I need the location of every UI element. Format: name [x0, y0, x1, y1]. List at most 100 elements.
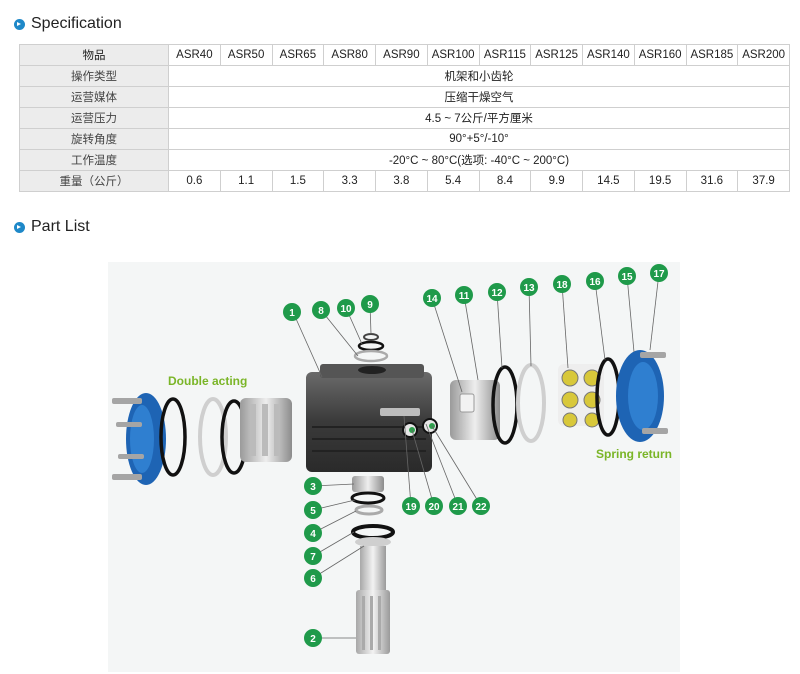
weight-cell: 19.5	[633, 170, 687, 192]
weight-cell: 14.5	[582, 170, 635, 192]
exploded-diagram: Double acting	[108, 262, 680, 672]
callout-16: 16	[586, 272, 604, 290]
row-label: 旋转角度	[19, 128, 169, 150]
callout-22: 22	[472, 497, 490, 515]
table-row: 工作温度 -20°C ~ 80°C(选项: -40°C ~ 200°C)	[19, 149, 790, 171]
svg-text:2: 2	[310, 634, 316, 645]
weight-cell: 1.1	[219, 170, 273, 192]
row-label: 运营媒体	[19, 86, 169, 108]
left-end-cap	[112, 393, 166, 485]
model-cell: ASR115	[478, 44, 532, 66]
callout-12: 12	[488, 283, 506, 301]
weight-cell: 3.3	[323, 170, 376, 192]
row-value: 4.5 ~ 7公斤/平方厘米	[168, 107, 790, 129]
left-piston	[240, 398, 292, 462]
model-cell: ASR185	[685, 44, 739, 66]
weight-cell: 0.6	[168, 170, 221, 192]
svg-text:22: 22	[475, 502, 487, 513]
specification-table: 物品 ASR40 ASR50 ASR65 ASR80 ASR90 ASR100 …	[19, 44, 790, 192]
svg-text:20: 20	[428, 502, 440, 513]
specification-heading: Specification	[14, 15, 122, 33]
callout-8: 8	[312, 301, 330, 319]
svg-text:5: 5	[310, 506, 316, 517]
svg-text:19: 19	[405, 502, 417, 513]
svg-text:17: 17	[653, 269, 665, 280]
weight-cell: 8.4	[478, 170, 532, 192]
model-cell: ASR100	[426, 44, 480, 66]
svg-text:16: 16	[589, 277, 601, 288]
row-value: 压缩干燥空气	[168, 86, 790, 108]
svg-text:8: 8	[318, 306, 324, 317]
pinion-stack	[350, 476, 395, 547]
table-row: 操作类型 机架和小齿轮	[19, 65, 790, 87]
part-list-heading: Part List	[14, 218, 90, 236]
weight-cell: 31.6	[685, 170, 739, 192]
row-value: -20°C ~ 80°C(选项: -40°C ~ 200°C)	[168, 149, 790, 171]
callout-11: 11	[455, 286, 473, 304]
spring-return-label: Spring return	[596, 447, 672, 461]
svg-text:7: 7	[310, 552, 316, 563]
callout-20: 20	[425, 497, 443, 515]
callouts: 1 8 10 9 14 11 12 13 18 16 15 17 3 5 4 7…	[283, 264, 668, 647]
svg-text:11: 11	[459, 291, 470, 302]
weight-row: 重量（公斤） 0.6 1.1 1.5 3.3 3.8 5.4 8.4 9.9 1…	[19, 170, 790, 192]
weight-cell: 5.4	[426, 170, 480, 192]
callout-19: 19	[402, 497, 420, 515]
callout-13: 13	[520, 278, 538, 296]
right-piston	[450, 380, 500, 440]
callout-18: 18	[553, 275, 571, 293]
specification-title: Specification	[31, 15, 122, 32]
weight-label: 重量（公斤）	[19, 170, 169, 192]
callout-3: 3	[304, 477, 322, 495]
callout-21: 21	[449, 497, 467, 515]
svg-text:12: 12	[491, 288, 503, 299]
model-cell: ASR40	[168, 44, 221, 66]
arrow-bullet-icon	[14, 18, 25, 30]
model-cell: ASR50	[219, 44, 273, 66]
svg-text:1: 1	[289, 308, 295, 319]
svg-text:6: 6	[310, 574, 316, 585]
callout-1: 1	[283, 303, 301, 321]
table-row: 运营压力 4.5 ~ 7公斤/平方厘米	[19, 107, 790, 129]
svg-text:13: 13	[523, 283, 535, 294]
header-label: 物品	[19, 44, 169, 66]
pinion-shaft	[356, 546, 390, 654]
part-list-title: Part List	[31, 218, 90, 235]
arrow-bullet-icon	[14, 221, 25, 233]
callout-4: 4	[304, 524, 322, 542]
svg-text:9: 9	[367, 300, 373, 311]
svg-text:21: 21	[452, 502, 464, 513]
weight-cell: 1.5	[271, 170, 325, 192]
callout-7: 7	[304, 547, 322, 565]
right-end-cap	[616, 350, 668, 442]
weight-cell: 9.9	[530, 170, 583, 192]
callout-15: 15	[618, 267, 636, 285]
table-row: 运营媒体 压缩干燥空气	[19, 86, 790, 108]
actuator-body	[306, 364, 432, 472]
svg-text:3: 3	[310, 482, 316, 493]
row-value: 机架和小齿轮	[168, 65, 790, 87]
double-acting-label: Double acting	[168, 374, 247, 388]
row-label: 工作温度	[19, 149, 169, 171]
callout-14: 14	[423, 289, 441, 307]
callout-2: 2	[304, 629, 322, 647]
oring-left-outer	[159, 397, 187, 477]
callout-9: 9	[361, 295, 379, 313]
svg-text:18: 18	[556, 280, 568, 291]
model-cell: ASR65	[271, 44, 325, 66]
model-cell: ASR90	[375, 44, 428, 66]
row-label: 操作类型	[19, 65, 169, 87]
svg-text:15: 15	[621, 272, 633, 283]
svg-text:10: 10	[340, 304, 352, 315]
table-row: 旋转角度 90°+5°/-10°	[19, 128, 790, 150]
weight-cell: 37.9	[737, 170, 790, 192]
row-value: 90°+5°/-10°	[168, 128, 790, 150]
washer-8	[353, 349, 389, 363]
model-cell: ASR200	[737, 44, 790, 66]
weight-cell: 3.8	[375, 170, 428, 192]
callout-6: 6	[304, 569, 322, 587]
model-cell: ASR125	[530, 44, 583, 66]
table-header-row: 物品 ASR40 ASR50 ASR65 ASR80 ASR90 ASR100 …	[19, 44, 790, 66]
callout-10: 10	[337, 299, 355, 317]
model-cell: ASR140	[582, 44, 635, 66]
